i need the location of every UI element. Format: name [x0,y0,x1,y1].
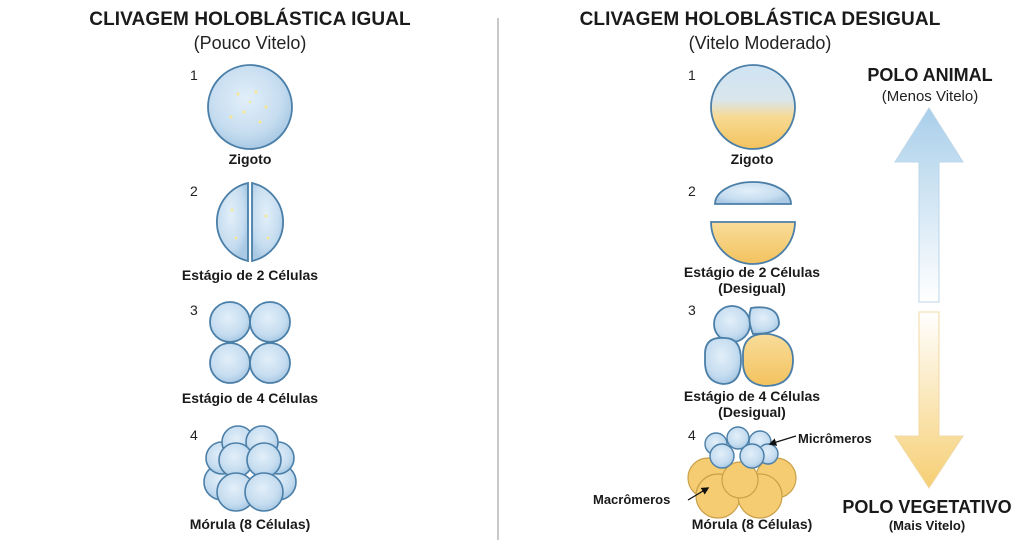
animal-pole-subtitle: (Menos Vitelo) [881,88,979,105]
right-stage-2-number: 2 [688,183,696,199]
pole-gradient-arrow [894,107,964,489]
macromeres-label: Macrômeros [593,492,671,507]
right-stage-2-label: Estágio de 2 Células [683,264,821,280]
left-2-cell [216,181,284,263]
right-stage-3-label: Estágio de 4 Células [683,388,821,404]
right-4-cell [704,305,794,387]
left-stage-3-number: 3 [190,302,198,318]
right-stage-1-number: 1 [688,67,696,83]
right-2-cell [710,181,796,265]
left-zygote [207,64,293,150]
vegetal-pole-subtitle: (Mais Vitelo) [888,518,966,533]
right-subtitle: (Vitelo Moderado) [688,33,832,53]
left-title: CLIVAGEM HOLOBLÁSTICA IGUAL [89,9,411,30]
right-stage-3-number: 3 [688,302,696,318]
right-zygote [710,64,796,150]
animal-pole-title: POLO ANIMAL [867,65,993,85]
right-morula [687,426,797,519]
micromeres-label: Micrômeros [798,431,872,446]
vegetal-pole-title: POLO VEGETATIVO [842,497,1012,517]
left-stage-1-number: 1 [190,67,198,83]
right-stage-1-label: Zigoto [730,151,774,167]
left-stage-2-label: Estágio de 2 Células [181,267,319,283]
right-stage-3-label-sub: (Desigual) [718,404,786,420]
right-stage-2-label-sub: (Desigual) [718,280,786,296]
annotation-arrows [687,435,797,501]
left-4-cell [209,301,291,384]
left-stage-3-label: Estágio de 4 Células [181,390,319,406]
left-stage-2-number: 2 [190,183,198,199]
left-subtitle: (Pouco Vitelo) [193,33,307,53]
left-morula [203,425,297,512]
left-stage-4-label: Mórula (8 Células) [189,516,311,532]
left-stage-4-number: 4 [190,427,198,443]
right-stage-4-label: Mórula (8 Células) [691,516,813,532]
right-title: CLIVAGEM HOLOBLÁSTICA DESIGUAL [579,9,941,30]
left-stage-1-label: Zigoto [228,151,272,167]
panel-divider [497,18,499,540]
right-stage-4-number: 4 [688,427,696,443]
